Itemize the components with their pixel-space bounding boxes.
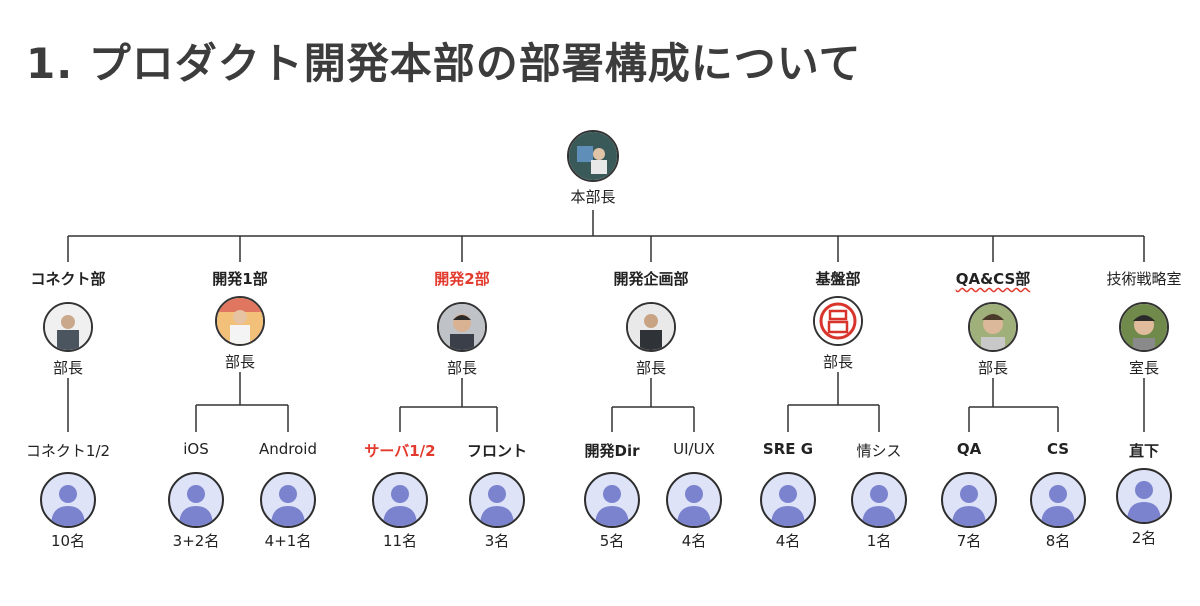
team-name: 情シス [856,442,902,460]
team-count: 1名 [866,532,892,550]
person-icon [584,472,640,528]
team-count: 3名 [484,532,510,550]
person-icon [372,472,428,528]
person-icon [168,472,224,528]
dept-name: 基盤部 [815,270,861,288]
team-count: 7名 [956,532,982,550]
person-icon [666,472,722,528]
team-count: 3+2名 [172,532,220,550]
page-title: 1. プロダクト開発本部の部署構成について [26,39,862,88]
division-head-photo [567,130,619,182]
dept-name: 開発2部 [434,270,490,288]
dept-name: コネクト部 [30,270,106,288]
team-name: UI/UX [673,440,715,458]
person-icon [469,472,525,528]
dept-name: 技術戦略室 [1106,270,1182,288]
dept-head-role: 部長 [822,353,854,371]
person-icon [760,472,816,528]
person-icon [40,472,96,528]
team-count: 5名 [599,532,625,550]
team-name: 開発Dir [584,442,640,460]
team-name: Android [259,440,317,458]
team-count: 8名 [1045,532,1071,550]
team-count: 11名 [382,532,418,550]
division-head-role: 本部長 [570,188,616,206]
dept-head-photo [1119,302,1169,352]
dept-head-role: 部長 [446,359,478,377]
team-count: 2名 [1131,529,1157,547]
dept-name: 開発1部 [212,270,268,288]
person-icon [260,472,316,528]
dept-head-role: 部長 [52,359,84,377]
team-count: 10名 [50,532,86,550]
team-name: フロント [466,442,528,460]
dept-name: 開発企画部 [613,270,689,288]
person-icon [1030,472,1086,528]
dept-head-role: 部長 [977,359,1009,377]
team-name: サーバ1/2 [364,442,436,460]
dept-head-photo [43,302,93,352]
dept-head-photo [968,302,1018,352]
team-name: iOS [183,440,209,458]
dept-head-photo [437,302,487,352]
team-name: 直下 [1128,442,1160,460]
team-count: 4名 [775,532,801,550]
person-icon [941,472,997,528]
stamp-icon [813,296,863,346]
person-icon [1116,468,1172,524]
team-name: コネクト1/2 [25,442,111,460]
dept-name: QA&CS部 [955,270,1031,288]
dept-head-role: 部長 [635,359,667,377]
dept-head-photo [215,296,265,346]
dept-head-photo [626,302,676,352]
team-name: QA [956,440,982,458]
dept-head-role: 室長 [1128,359,1160,377]
person-icon [851,472,907,528]
team-name: CS [1046,440,1070,458]
team-count: 4名 [681,532,707,550]
team-count: 4+1名 [264,532,312,550]
team-name: SRE G [762,440,814,458]
dept-head-role: 部長 [224,353,256,371]
